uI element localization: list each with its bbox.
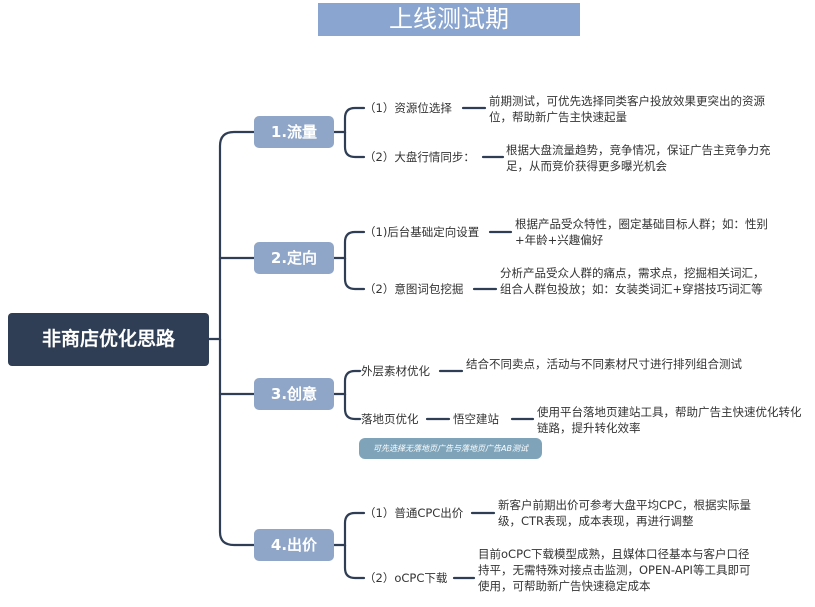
node-wukong-site[interactable]: 悟空建站 — [453, 412, 499, 426]
desc-base-targeting: 根据产品受众特性，圈定基础目标人群；如：性别+年龄+兴趣偏好 — [515, 217, 768, 247]
branch-targeting[interactable]: 2.定向 — [254, 242, 334, 274]
desc-market-sync: 根据大盘流量趋势，竞争情况，保证广告主竞争力充足，从而竞价获得更多曝光机会 — [506, 143, 771, 173]
branch-traffic[interactable]: 1.流量 — [254, 116, 334, 148]
node-landing-page[interactable]: 落地页优化 — [361, 412, 419, 426]
node-intent-keywords[interactable]: （2）意图词包挖掘 — [364, 282, 464, 296]
desc-intent-keywords: 分析产品受众人群的痛点，需求点，挖掘相关词汇，组合人群包投放；如：女装类词汇+穿… — [500, 266, 765, 296]
desc-ocpc-download: 目前oCPC下载模型成熟，且媒体口径基本与客户口径持平，无需特殊对接点击监测，O… — [478, 547, 751, 593]
page-title: 上线测试期 — [318, 3, 580, 36]
node-market-sync[interactable]: （2）大盘行情同步： — [364, 150, 475, 164]
root-node[interactable]: 非商店优化思路 — [8, 313, 209, 366]
node-cpc-bid[interactable]: （1）普通CPC出价 — [364, 506, 464, 520]
branch-bidding[interactable]: 4.出价 — [254, 529, 334, 561]
branch-creative[interactable]: 3.创意 — [254, 378, 334, 410]
node-outer-material[interactable]: 外层素材优化 — [361, 364, 430, 378]
node-resource-slot[interactable]: （1）资源位选择 — [364, 101, 452, 115]
node-ocpc-download[interactable]: （2）oCPC下载 — [364, 571, 448, 585]
desc-resource-slot: 前期测试，可优先选择同类客户投放效果更突出的资源位，帮助新广告主快速起量 — [489, 94, 765, 124]
desc-cpc-bid: 新客户前期出价可参考大盘平均CPC，根据实际量级，CTR表现，成本表现，再进行调… — [498, 498, 751, 528]
desc-outer-material: 结合不同卖点，活动与不同素材尺寸进行排列组合测试 — [466, 357, 742, 371]
node-base-targeting[interactable]: （1)后台基础定向设置 — [364, 225, 480, 239]
desc-landing-page: 使用平台落地页建站工具，帮助广告主快速优化转化链路，提升转化效率 — [537, 405, 802, 435]
note-ab-test: 可先选择无落地页广告与落地页广告AB测试 — [359, 438, 542, 459]
